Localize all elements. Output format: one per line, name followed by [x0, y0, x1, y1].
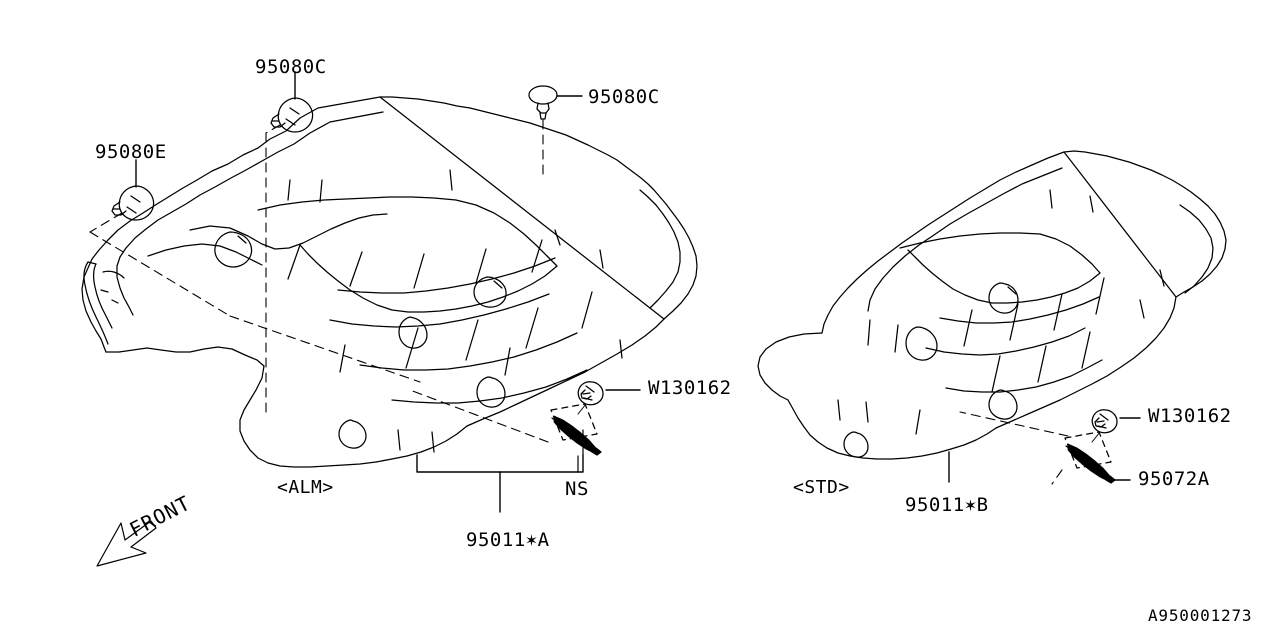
mat-std-ridges [837, 189, 1165, 435]
label-variant-std: <STD> [793, 477, 850, 498]
label-w130162-left: W130162 [648, 377, 732, 399]
label-w130162-right: W130162 [1148, 405, 1232, 427]
front-arrow-icon [96, 520, 157, 567]
mat-std-outline [757, 150, 1227, 460]
label-95080e: 95080E [95, 141, 167, 163]
clip-95080c-top-icon [528, 85, 558, 120]
mat-alm-ridges [147, 169, 623, 453]
leader-95080e-dashed [89, 212, 421, 383]
hook-right-dashed-box [1064, 431, 1112, 469]
mat-alm-grommets [214, 231, 507, 449]
leader-95080c-left-dashed [265, 124, 281, 416]
bolt-w130162-left-icon [577, 381, 604, 406]
clip-95080e-icon [111, 185, 155, 221]
label-95072a: 95072A [1138, 468, 1210, 490]
mat-alm-rim [116, 111, 681, 316]
mat-alm-outline [81, 96, 698, 468]
bolt-w130162-right-icon [1091, 409, 1118, 434]
leader-hook-left-dashed [409, 389, 549, 443]
label-drawing-id: A950001273 [1148, 606, 1253, 625]
mat-std-rim [867, 167, 1214, 312]
label-95080c-left: 95080C [255, 56, 327, 78]
bolt-right-to-hook-leader [1091, 431, 1101, 443]
clip-95080c-left-icon [270, 97, 314, 133]
leader-hook-right-dashed [959, 411, 1069, 485]
mat-alm-sill-flap [83, 261, 125, 345]
label-95080c-top: 95080C [588, 86, 660, 108]
hook-left-dashed-box [550, 403, 598, 441]
mat-std-grommets [843, 282, 1019, 458]
label-ns-left: NS [565, 478, 589, 500]
label-variant-alm: <ALM> [277, 477, 334, 498]
bracket-95011a [416, 454, 584, 513]
label-95011a: 95011✶A [466, 529, 550, 551]
label-95011b: 95011✶B [905, 494, 989, 516]
bolt-left-to-hook-leader [577, 403, 587, 415]
hook-bar-left-icon [551, 415, 602, 456]
hook-bar-right-icon [1065, 443, 1116, 484]
